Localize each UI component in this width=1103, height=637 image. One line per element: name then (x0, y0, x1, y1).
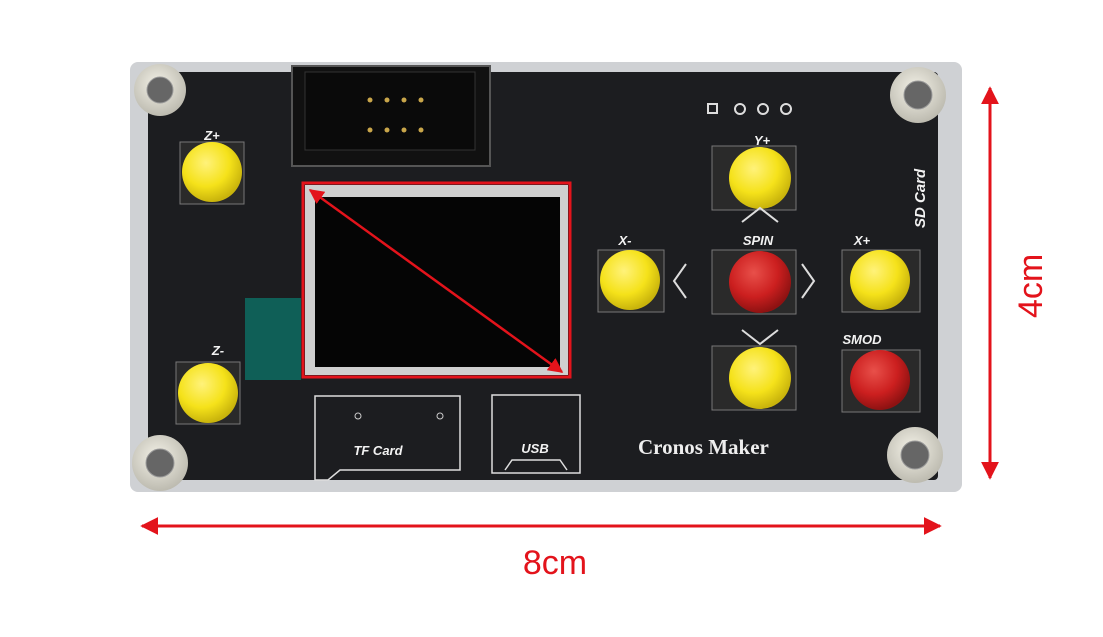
height-dimension-label: 4cm (1012, 254, 1050, 318)
standoff-screw-bottom-right (887, 427, 943, 483)
button-x-minus[interactable]: X- (597, 233, 687, 313)
button-y-minus[interactable] (711, 329, 797, 411)
y-plus-label: Y+ (754, 133, 771, 148)
button-x-plus[interactable]: X+ (801, 233, 921, 313)
brand-logo: Cronos Maker (638, 435, 769, 459)
green-component (245, 298, 301, 380)
chevron-left-icon (672, 263, 687, 299)
smod-label: SMOD (843, 332, 883, 347)
z-minus-label: Z- (211, 343, 224, 358)
spin-label: SPIN (743, 233, 774, 248)
sd-card-label: SD Card (912, 168, 929, 228)
standoff-screw-top-right (890, 67, 946, 123)
screen-highlight-box (301, 181, 572, 379)
width-dimension-label: 8cm (523, 544, 587, 582)
x-plus-label: X+ (853, 233, 871, 248)
usb-label: USB (521, 441, 548, 456)
button-spin[interactable]: SPIN (711, 233, 797, 315)
z-plus-label: Z+ (203, 128, 220, 143)
x-minus-label: X- (618, 233, 632, 248)
ribbon-connector (291, 65, 491, 167)
button-z-plus[interactable]: Z+ (179, 128, 245, 205)
usb-port: USB (491, 394, 581, 474)
pin-header (707, 103, 792, 115)
button-z-minus[interactable]: Z- (175, 343, 241, 425)
button-smod[interactable]: SMOD (841, 332, 921, 413)
standoff-screw-bottom-left (132, 435, 188, 491)
standoff-screw-top-left (134, 64, 186, 116)
chevron-down-icon (741, 329, 779, 346)
chevron-up-icon (741, 206, 779, 223)
screen-diagonal-arrow (308, 188, 564, 374)
button-y-plus[interactable]: Y+ (711, 133, 797, 223)
tf-card-label: TF Card (353, 443, 403, 458)
tf-card-slot: TF Card (314, 395, 461, 481)
chevron-right-icon (801, 263, 816, 299)
